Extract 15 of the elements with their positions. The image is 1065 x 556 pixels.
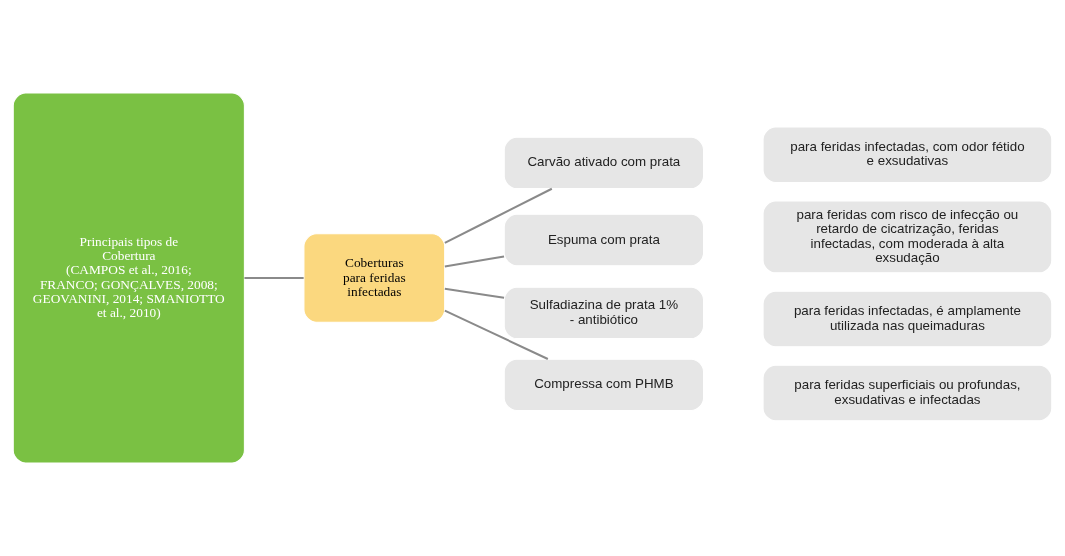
- connector: [444, 255, 505, 268]
- connector: [444, 187, 553, 244]
- node-box: Coberturas para feridas infectadas: [303, 233, 446, 323]
- node-box: para feridas com risco de infecção ou retardo de cicatrização, feridas infectadas, com moderada à alta exsudação: [762, 200, 1053, 274]
- node-box: para feridas superficiais ou profundas, exsudativas e infectadas: [762, 364, 1053, 422]
- node-box: para feridas infectadas, com odor fétido e exsudativas: [762, 126, 1053, 183]
- connector: [444, 287, 505, 299]
- connector: [244, 276, 304, 280]
- node-box: Sulfadiazina de prata 1% - antibiótico: [503, 286, 705, 340]
- node-box: Principais tipos de Cobertura (CAMPOS et al., 2016; FRANCO; GONÇALVES, 2008; GEOVANINI, 2014; SMANIOTTO et al., 2010): [12, 92, 245, 464]
- node-box: Carvão ativado com prata: [503, 136, 705, 190]
- node-box: Compressa com PHMB: [503, 358, 705, 412]
- connector: [444, 309, 549, 360]
- node-box: Espuma com prata: [503, 213, 705, 267]
- node-box: para feridas infectadas, é amplamente utilizada nas queimaduras: [762, 290, 1053, 348]
